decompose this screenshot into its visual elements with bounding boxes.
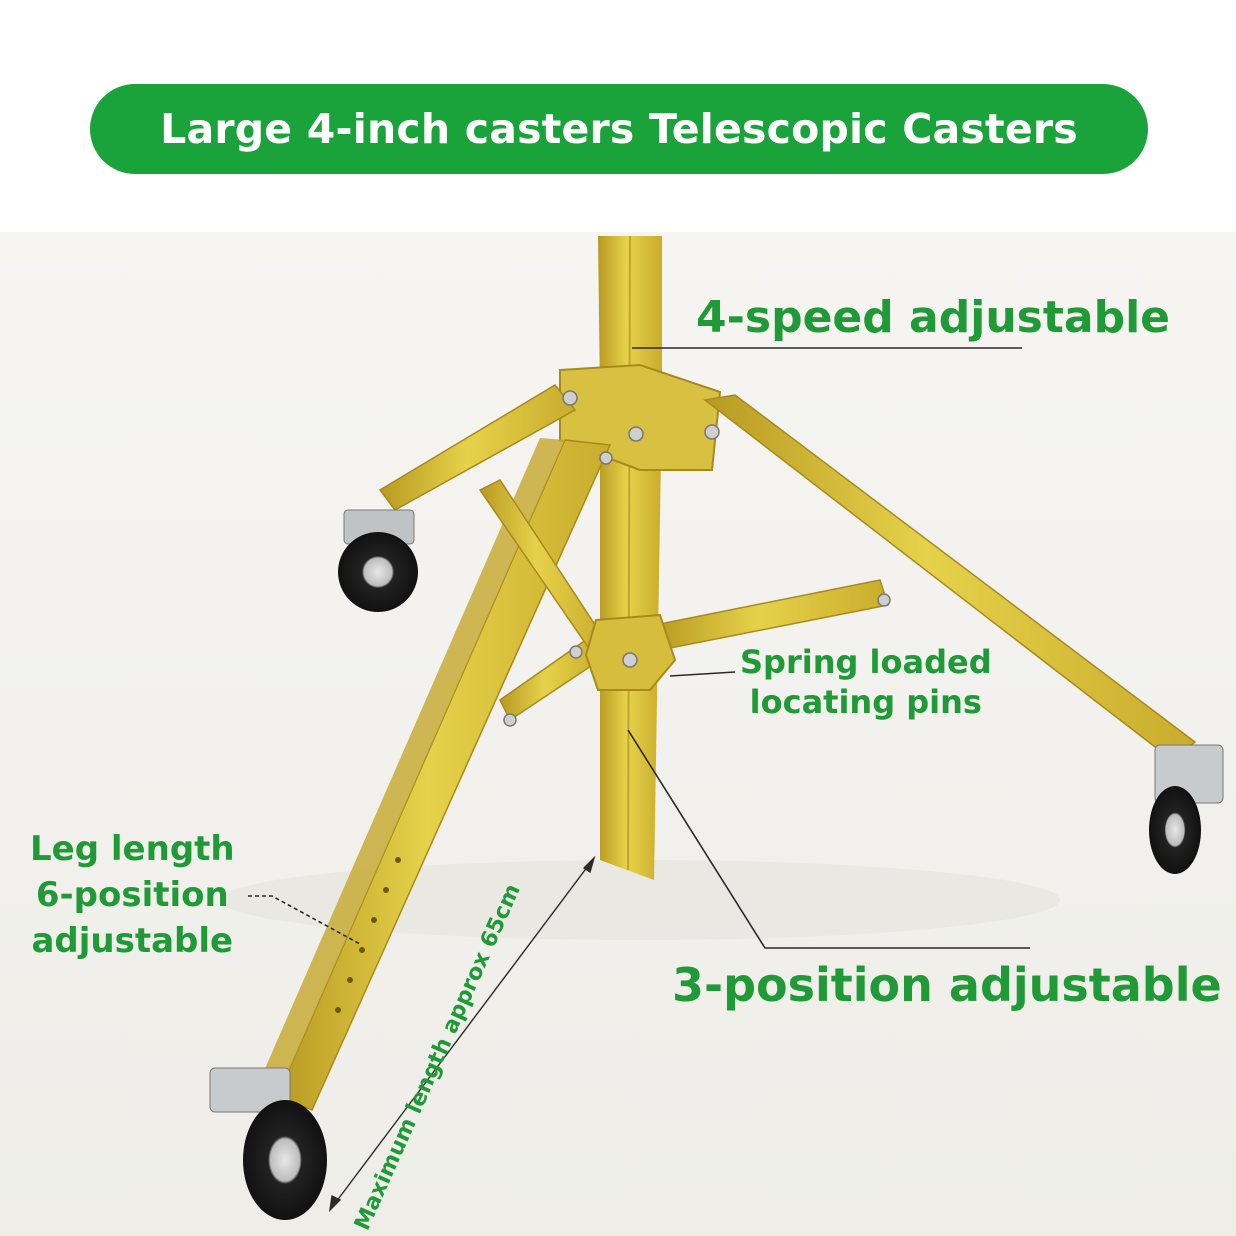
banner-title: Large 4-inch casters Telescopic Casters <box>160 105 1078 153</box>
right-leg <box>703 394 1197 761</box>
leg-line-1: Leg length <box>30 829 235 869</box>
hub-bolts <box>503 390 891 727</box>
callout-three-position-line <box>627 729 1030 949</box>
leg-line-3: adjustable <box>31 921 234 961</box>
floor-shadow <box>220 860 1060 940</box>
title-banner: Large 4-inch casters Telescopic Casters <box>90 84 1148 174</box>
caster-right <box>1149 744 1224 874</box>
tripod-stand-photo <box>0 232 1236 1236</box>
callout-lines <box>248 347 1030 949</box>
label-spring-loaded-pins: Spring loaded locating pins <box>740 642 992 722</box>
callout-spring-line <box>669 671 736 677</box>
spring-line-2: locating pins <box>749 683 982 721</box>
label-4-speed-adjustable: 4-speed adjustable <box>696 292 1170 343</box>
label-leg-length: Leg length 6-position adjustable <box>30 826 235 964</box>
caster-back-left <box>338 509 418 612</box>
callout-leg-line <box>248 895 361 945</box>
spring-line-1: Spring loaded <box>740 643 992 681</box>
caster-front-left <box>209 1067 327 1220</box>
leg-line-2: 6-position <box>35 875 229 915</box>
label-3-position-adjustable: 3-position adjustable <box>672 958 1222 1012</box>
max-length-arrow <box>329 855 596 1212</box>
leg-adjustment-holes <box>335 857 401 1013</box>
